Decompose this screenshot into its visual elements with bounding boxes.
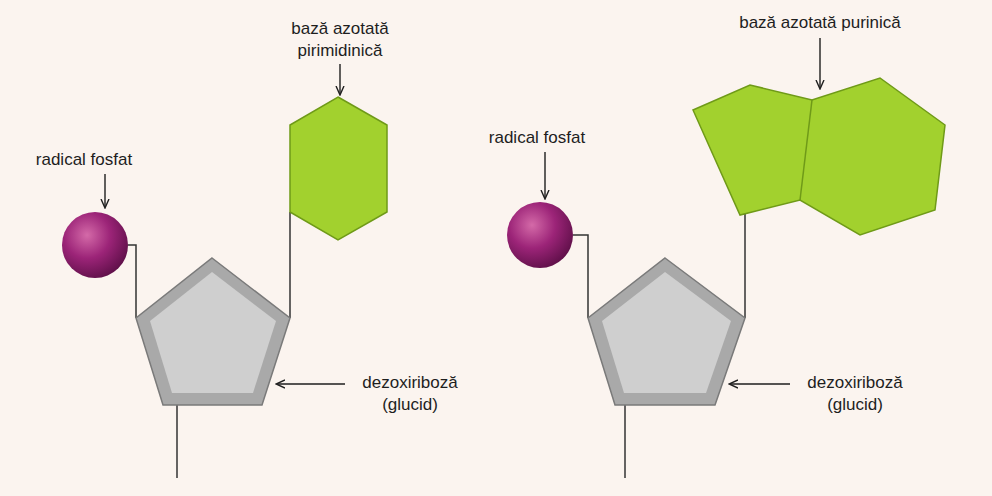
part-label: bază azotată purinică: [690, 12, 950, 34]
part-label: radical fosfat: [9, 149, 159, 171]
leader-arrows: [105, 38, 820, 384]
deoxyribose: [588, 258, 745, 405]
phosphate: [62, 212, 128, 278]
pyrimidine-base: [290, 97, 387, 240]
deoxyribose: [136, 258, 290, 405]
part-label: bază azotată pirimidinică: [270, 18, 410, 62]
part-label: radical fosfat: [462, 127, 612, 149]
purine-base: [693, 78, 945, 235]
part-label: dezoxiriboză (glucid): [795, 372, 915, 416]
phosphate: [507, 202, 573, 268]
part-label: dezoxiriboză (glucid): [350, 372, 470, 416]
